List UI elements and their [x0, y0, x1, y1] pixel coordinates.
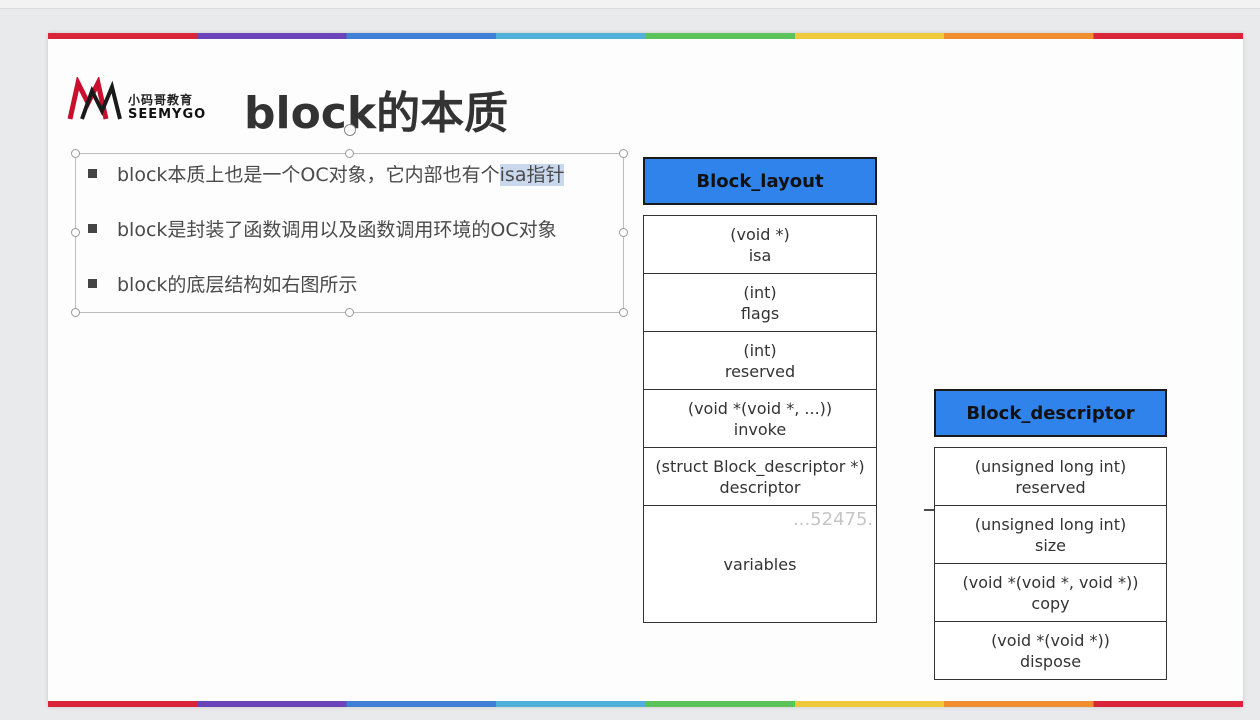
field-type: (void *(void *, ...)) — [687, 398, 833, 418]
bullet-item: block的底层结构如右图所示 — [88, 270, 357, 296]
logo-m-mark-icon — [67, 77, 122, 120]
field-type: (void *(void *, void *)) — [962, 572, 1139, 592]
square-bullet-icon — [88, 279, 97, 288]
block-descriptor-field-size: (unsigned long int) size — [934, 505, 1167, 564]
block-descriptor-field-reserved: (unsigned long int) reserved — [934, 447, 1167, 506]
block-layout-field-isa: (void *) isa — [643, 215, 877, 274]
block-layout-field-descriptor: (struct Block_descriptor *) descriptor — [643, 447, 877, 506]
window-top-bar — [0, 0, 1260, 9]
field-name: reserved — [724, 361, 796, 381]
bullet-text-selected: isa指针 — [499, 164, 565, 186]
bullet-item: block本质上也是一个OC对象，它内部也有个isa指针 — [88, 160, 565, 186]
bullet-text: block的底层结构如右图所示 — [117, 274, 358, 296]
resize-handle-middle-left[interactable] — [71, 228, 80, 237]
field-name: variables — [723, 554, 797, 574]
bullet-text: block是封装了函数调用以及函数调用环境的OC对象 — [117, 219, 557, 241]
field-type: (unsigned long int) — [974, 456, 1127, 476]
top-color-stripe — [48, 33, 1243, 39]
logo-english-text: SEEMYGO — [128, 107, 207, 122]
block-layout-field-invoke: (void *(void *, ...)) invoke — [643, 389, 877, 448]
field-type: (void *(void *)) — [991, 630, 1110, 650]
field-name: isa — [748, 245, 772, 265]
square-bullet-icon — [88, 224, 97, 233]
block-descriptor-field-dispose: (void *(void *)) dispose — [934, 621, 1167, 680]
field-type: (void *) — [730, 224, 790, 244]
seemygo-logo: 小码哥教育 SEEMYGO — [66, 77, 226, 127]
field-type: (int) — [743, 340, 777, 360]
bullet-text-box[interactable]: block本质上也是一个OC对象，它内部也有个isa指针 block是封装了函数… — [71, 124, 628, 317]
field-type: (struct Block_descriptor *) — [655, 456, 865, 476]
field-name: copy — [1031, 593, 1070, 613]
block-layout-header: Block_layout — [643, 157, 877, 205]
resize-handle-top-right[interactable] — [619, 149, 628, 158]
watermark-text: ...52475. — [793, 509, 874, 530]
resize-handle-top-left[interactable] — [71, 149, 80, 158]
field-name: reserved — [1015, 477, 1086, 497]
field-name: size — [1034, 535, 1067, 555]
resize-handle-middle-right[interactable] — [619, 228, 628, 237]
field-name: dispose — [1019, 651, 1082, 671]
resize-handle-bottom-left[interactable] — [71, 308, 80, 317]
field-name: flags — [740, 303, 780, 323]
block-descriptor-field-copy: (void *(void *, void *)) copy — [934, 563, 1167, 622]
square-bullet-icon — [88, 169, 97, 178]
resize-handle-top-center[interactable] — [345, 149, 354, 158]
bullet-item: block是封装了函数调用以及函数调用环境的OC对象 — [88, 215, 557, 241]
block-layout-field-flags: (int) flags — [643, 273, 877, 332]
field-type: (int) — [743, 282, 777, 302]
resize-handle-bottom-center[interactable] — [345, 308, 354, 317]
block-descriptor-header: Block_descriptor — [934, 389, 1167, 437]
slide-title: block的本质 — [244, 88, 509, 139]
rotate-handle-icon[interactable] — [344, 124, 356, 136]
block-layout-field-reserved: (int) reserved — [643, 331, 877, 390]
bottom-color-stripe — [48, 701, 1243, 707]
resize-handle-bottom-right[interactable] — [619, 308, 628, 317]
slide: 小码哥教育 SEEMYGO block的本质 block本质上也是一个OC对象，… — [48, 33, 1243, 707]
field-name: invoke — [733, 419, 787, 439]
logo-chinese-text: 小码哥教育 — [128, 93, 194, 107]
block-layout-field-variables: variables — [643, 505, 877, 623]
bullet-text: block本质上也是一个OC对象，它内部也有个 — [117, 164, 500, 186]
field-name: descriptor — [719, 477, 801, 497]
field-type: (unsigned long int) — [974, 514, 1127, 534]
